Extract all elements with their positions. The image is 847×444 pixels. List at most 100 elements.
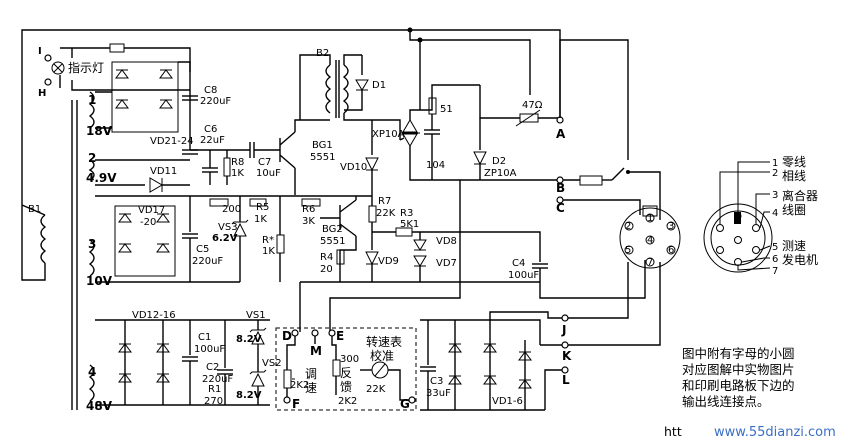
transformer-b2: [299, 54, 401, 140]
label-r200: 200: [222, 204, 241, 215]
label-H: H: [38, 88, 46, 99]
label-vs2-value: 8.2V: [236, 390, 262, 401]
label-winding-1-voltage: 18V: [86, 124, 113, 138]
diode-d2: [470, 118, 560, 181]
note-line-4: 输出线连接点。: [682, 394, 770, 409]
switch-and-fuse: [559, 39, 661, 220]
label-winding-2: 2: [88, 151, 96, 165]
label-terminal-c: C: [556, 201, 565, 215]
label-fankui-2: 馈: [340, 380, 352, 394]
resistor-rstar: [276, 196, 285, 282]
rail-48v: [95, 319, 545, 411]
label-c8-value: 220uF: [200, 96, 231, 107]
label-r4-value: 20: [320, 264, 333, 275]
capacitor-c3: [420, 320, 436, 410]
jkl-wiring: [489, 262, 661, 410]
legend-coil: 线圈: [782, 203, 806, 217]
rectifier-bridge-vd12-16: [118, 320, 170, 405]
label-terminal-g: G: [400, 397, 410, 411]
label-winding-4-voltage: 48V: [86, 399, 113, 413]
label-r7-value: 22K: [376, 208, 396, 219]
label-r300: 300: [340, 354, 359, 365]
diodes-vd8-vd7: [413, 232, 427, 282]
zener-vs2: [249, 360, 267, 405]
indicator-lamp-icon: [44, 54, 65, 86]
label-vd12-16: VD12-16: [132, 310, 176, 321]
label-tiaosu-1: 调: [305, 367, 317, 381]
legend-pin-3: 3: [772, 190, 778, 201]
socket-left-pin-1: 1: [647, 213, 653, 224]
socket-left-pin-4: 4: [647, 235, 653, 246]
terminal-j: [561, 314, 569, 322]
label-pot-2k2-b: 2K2: [338, 396, 357, 407]
socket-left-pin-6: 6: [668, 245, 674, 256]
label-vd7: VD7: [436, 258, 457, 269]
legend-pin-4: 4: [772, 208, 778, 219]
label-terminal-b: B: [556, 181, 565, 195]
socket-left-pin-3: 3: [668, 221, 674, 232]
capacitor-c1: [182, 320, 198, 405]
terminal-f: [283, 396, 291, 404]
label-terminal-l: L: [562, 373, 570, 387]
winding-2: [88, 159, 95, 181]
capacitor-c4: [430, 231, 548, 282]
label-vs1-value: 8.2V: [236, 334, 262, 345]
resistor-r3: [372, 227, 430, 237]
diode-d1: [344, 55, 369, 111]
label-r6-value: 3K: [302, 216, 315, 227]
note-line-2: 对应图解中实物图片: [682, 362, 795, 377]
speed-pot: [283, 336, 316, 397]
legend-pin-7: 7: [772, 266, 778, 277]
label-r1-value: 270: [204, 396, 223, 407]
label-bg2-value: 5551: [320, 236, 345, 247]
label-vs3: VS3: [218, 222, 238, 233]
label-winding-2-voltage: 4.9V: [86, 171, 117, 185]
resistor-r6: [301, 198, 321, 207]
label-bg1: BG1: [312, 140, 333, 151]
label-c5-value: 220uF: [192, 256, 223, 267]
resistor-r5: [249, 198, 267, 207]
watermark-site: www.55dianzi.com: [714, 425, 836, 440]
zener-vs1: [249, 320, 267, 360]
label-d1: D1: [372, 80, 386, 91]
label-r7: R7: [378, 196, 391, 207]
label-c8: C8: [204, 85, 217, 96]
label-c1-value: 100uF: [194, 344, 225, 355]
label-vd21-24: VD21-24: [150, 136, 194, 147]
label-bg2: BG2: [322, 224, 343, 235]
legend-tacho-2: 发电机: [782, 252, 818, 267]
label-r4: R4: [320, 252, 333, 263]
capacitor-c7: [190, 142, 280, 158]
winding-1: [88, 91, 95, 129]
label-r8: R8: [231, 157, 244, 168]
socket-7pin-right: [703, 161, 773, 273]
label-zp10a: ZP10A: [484, 168, 517, 179]
terminal-g: [408, 396, 416, 404]
label-c104: 104: [426, 160, 445, 171]
label-r8-value: 1K: [231, 168, 244, 179]
note-block: 图中附有字母的小圆 对应图解中实物图片 和印刷电路板下边的 输出线连接点。: [682, 346, 795, 409]
label-r1: R1: [208, 384, 221, 395]
label-terminal-a: A: [556, 127, 566, 141]
label-c4-value: 100uF: [508, 270, 539, 281]
label-I: I: [38, 46, 42, 57]
socket-left-pin-2: 2: [625, 221, 631, 232]
legend-phase: 相线: [782, 169, 806, 183]
triac-xp10a: [399, 109, 470, 181]
socket-left-pin-7: 7: [647, 257, 653, 268]
feedback-pot: [331, 336, 341, 395]
transistor-bg1: [279, 119, 330, 195]
speed-control-box: [275, 327, 417, 411]
label-fankui-1: 反: [340, 366, 352, 380]
note-line-1: 图中附有字母的小圆: [682, 346, 795, 361]
label-r6: R6: [302, 204, 315, 215]
speedometer-meter: [360, 361, 409, 401]
diode-vd10: [365, 120, 379, 196]
capacitor-c2: [217, 320, 233, 405]
label-vd17: VD17: [138, 205, 165, 216]
label-xp10a: XP10A: [372, 129, 405, 140]
label-c2-value: 220uF: [202, 374, 233, 385]
label-terminal-d: D: [282, 329, 292, 343]
legend-tacho-1: 测速: [782, 239, 806, 253]
label-bg1-value: 5551: [310, 152, 335, 163]
